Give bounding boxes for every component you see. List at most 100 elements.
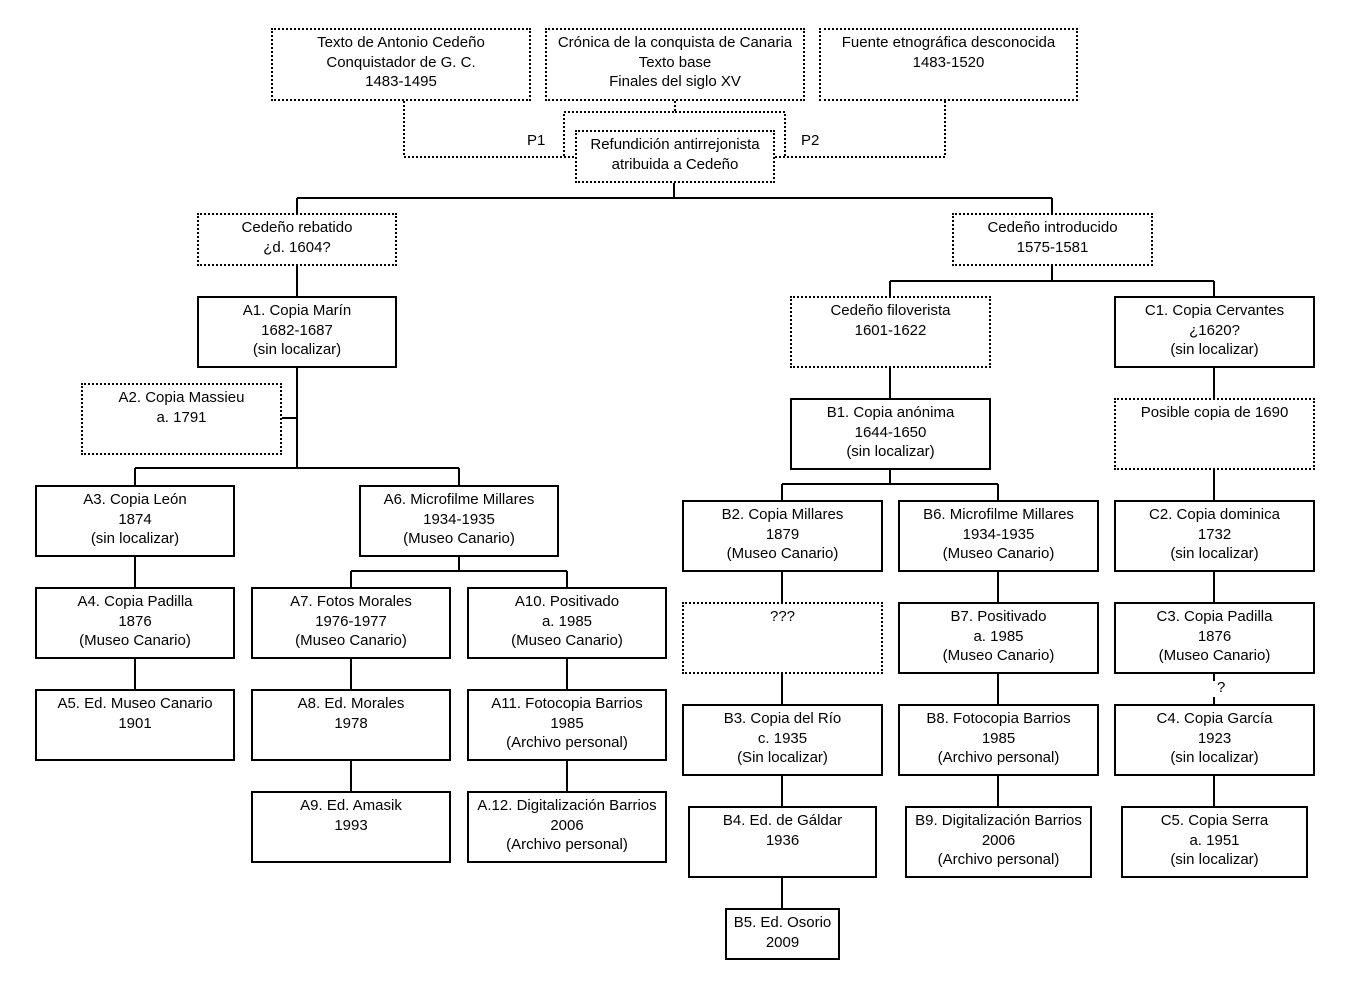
node-text-line: (Museo Canario) <box>726 545 839 562</box>
node-b5: B5. Ed. Osorio 2009 <box>725 908 840 960</box>
edge-label-p2: P2 <box>801 132 820 149</box>
node-text-line: A8. Ed. Morales <box>297 695 405 712</box>
edge-label-p1: P1 <box>527 132 546 149</box>
node-a8: A8. Ed. Morales 1978 <box>251 689 451 761</box>
node-text-line: 1934-1935 <box>423 510 495 528</box>
node-text-line: (sin localizar) <box>1170 851 1259 868</box>
node-c3: C3. Copia Padilla 1876 (Museo Canario) <box>1114 602 1315 674</box>
node-text-line: (Archivo personal) <box>506 836 628 853</box>
node-text-line: 1923 <box>1197 729 1232 747</box>
node-text-line: C4. Copia García <box>1156 710 1273 727</box>
node-text-line: (sin localizar) <box>1170 749 1259 766</box>
node-text-line: A2. Copia Massieu <box>118 389 245 406</box>
edge-introducido-branches <box>889 265 1215 296</box>
edge-refundicion-branches <box>296 183 1053 213</box>
node-text-line: 1934-1935 <box>962 525 1035 543</box>
node-text-line: B4. Ed. de Gáldar <box>722 812 843 829</box>
node-text-line: B5. Ed. Osorio <box>733 914 832 931</box>
node-text-line: Fuente etnográfica desconocida <box>841 34 1056 51</box>
node-text-line: Posible copia de 1690 <box>1140 404 1289 421</box>
node-text-line: 1976-1977 <box>315 612 387 630</box>
node-text-line: C5. Copia Serra <box>1160 812 1269 829</box>
node-text-line: ¿1620? <box>1189 321 1240 339</box>
node-text-line: 1985 <box>981 729 1016 747</box>
edge-a6-a7-a10 <box>350 556 568 587</box>
node-unknown: ??? <box>682 602 883 674</box>
node-text-line: 1993 <box>334 816 368 834</box>
edge-fuente-to-refundicion <box>773 101 946 158</box>
node-text-line: (Museo Canario) <box>1158 647 1271 664</box>
node-text-line: A4. Copia Padilla <box>77 593 193 610</box>
node-text-line: ¿d. 1604? <box>263 238 331 256</box>
node-text-line: (Museo Canario) <box>511 632 623 649</box>
node-a5: A5. Ed. Museo Canario 1901 <box>35 689 235 761</box>
node-text-line: 1682-1687 <box>261 321 333 339</box>
node-text-line: A10. Positivado <box>514 593 620 610</box>
node-text-line: Refundición antirrejonista <box>590 136 760 153</box>
node-text-line: ??? <box>769 608 796 625</box>
node-text-line: a. 1985 <box>973 627 1024 645</box>
node-text-line: (Archivo personal) <box>937 851 1060 868</box>
node-text-line: Finales del siglo XV <box>609 73 741 90</box>
node-text-line: 2006 <box>550 816 584 834</box>
node-text-line: A11. Fotocopia Barrios <box>491 695 643 712</box>
node-text-line: 1732 <box>1197 525 1232 543</box>
node-a11: A11. Fotocopia Barrios 1985 (Archivo perso… <box>467 689 667 761</box>
node-filoverista: Cedeño filoverista 1601-1622 <box>790 296 991 368</box>
node-text-line: a. 1985 <box>541 612 593 630</box>
node-text-line: A.12. Digitalización Barrios <box>477 797 657 814</box>
node-text-line: (Archivo personal) <box>506 734 628 751</box>
node-text-line: (Museo Canario) <box>403 530 515 547</box>
node-c4: C4. Copia García 1923 (sin localizar) <box>1114 704 1315 776</box>
node-text-line: B8. Fotocopia Barrios <box>926 710 1071 727</box>
node-text-line: 2009 <box>765 933 800 951</box>
node-text-line: A3. Copia León <box>83 491 187 508</box>
node-text-line: 2006 <box>981 831 1016 849</box>
node-text-line: C1. Copia Cervantes <box>1144 302 1285 319</box>
node-posible: Posible copia de 1690 <box>1114 398 1315 470</box>
node-text-line: (sin localizar) <box>90 530 180 547</box>
node-text-line: 1978 <box>334 714 368 732</box>
node-text-line: Cedeño filoverista <box>830 302 951 319</box>
node-text-line: Conquistador de G. C. <box>326 53 476 71</box>
node-text-line: 1601-1622 <box>854 321 927 339</box>
node-text-line: 1483-1495 <box>365 73 437 90</box>
node-text-line: 1985 <box>550 714 584 732</box>
node-text-line: a. 1951 <box>1189 831 1240 849</box>
node-text-line: (sin localizar) <box>252 341 342 358</box>
node-text-line: B2. Copia Millares <box>721 506 844 523</box>
node-text-line: 1876 <box>118 612 152 630</box>
node-text-line: Cedeño introducido <box>987 219 1118 236</box>
node-text-line: (sin localizar) <box>1170 545 1259 562</box>
node-text-line: 1876 <box>1197 627 1232 645</box>
node-a10: A10. Positivado a. 1985 (Museo Canario) <box>467 587 667 659</box>
node-text-line: C3. Copia Padilla <box>1156 608 1273 625</box>
node-text-line: (Sin localizar) <box>737 749 828 766</box>
node-text-line: c. 1935 <box>757 729 808 747</box>
edge-a1-a3-a6 <box>134 467 460 485</box>
node-text-line: 1901 <box>118 714 152 732</box>
node-text-line: A7. Fotos Morales <box>290 593 412 610</box>
node-text-line: Cedeño rebatido <box>241 219 353 236</box>
node-text-line: A5. Ed. Museo Canario <box>57 695 213 712</box>
node-text-line: (Museo Canario) <box>295 632 407 649</box>
node-text-line: Texto base <box>638 53 712 71</box>
node-text-line: (Museo Canario) <box>942 545 1055 562</box>
